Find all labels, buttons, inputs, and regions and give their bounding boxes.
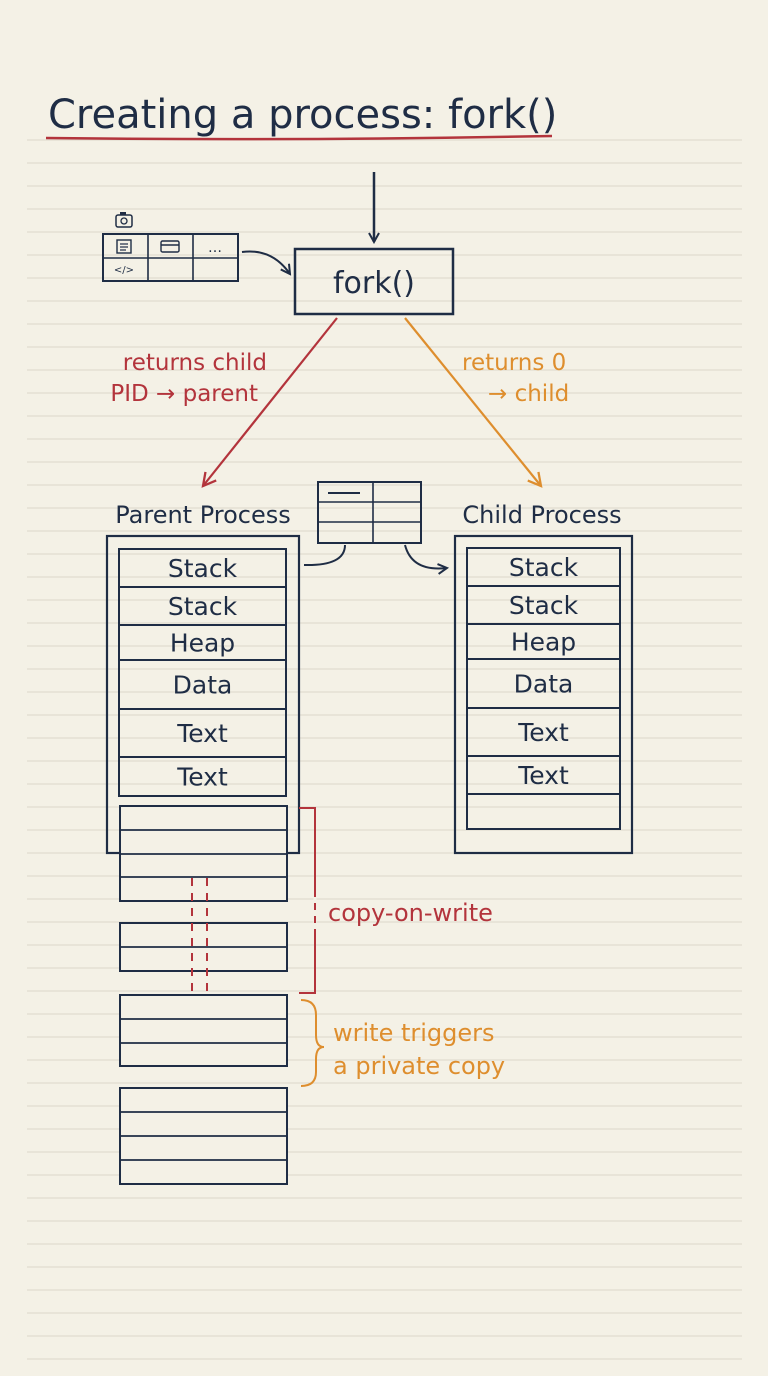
copy-on-write-label: copy-on-write bbox=[328, 899, 493, 927]
parent-segment-label: Heap bbox=[170, 629, 235, 658]
parent-return-line2: PID → parent bbox=[110, 381, 258, 407]
parent-process-label: Parent Process bbox=[115, 501, 291, 529]
code-icon: </> bbox=[114, 265, 134, 276]
child-segment-label: Data bbox=[514, 670, 574, 699]
parent-segment-label: Data bbox=[173, 671, 233, 700]
more-icon: … bbox=[208, 240, 222, 256]
private-copy-stack bbox=[119, 994, 288, 1067]
child-segment-label: Heap bbox=[511, 628, 576, 657]
write-triggers-line1: write triggers bbox=[333, 1019, 495, 1047]
child-segment-label: Stack bbox=[509, 591, 579, 620]
shared-page-stack-1 bbox=[119, 805, 288, 902]
parent-return-line1: returns child bbox=[123, 350, 267, 376]
child-return-line2: → child bbox=[488, 381, 569, 407]
card-icon bbox=[160, 240, 180, 253]
page-table-left-link bbox=[303, 544, 346, 567]
write-triggers-line2: a private copy bbox=[333, 1052, 505, 1080]
child-process-outer-box bbox=[453, 534, 634, 855]
title-underline bbox=[45, 134, 553, 141]
fork-call-label: fork() bbox=[333, 266, 415, 301]
shared-page-stack-2 bbox=[119, 922, 288, 972]
diagram-title: Creating a process: fork() bbox=[48, 92, 557, 138]
page-table-right-arrow bbox=[404, 544, 447, 569]
child-branch-arrow bbox=[404, 317, 541, 486]
copy-on-write-bracket bbox=[299, 807, 316, 994]
write-triggers-brace bbox=[300, 999, 325, 1087]
fork-call-box bbox=[293, 247, 455, 316]
parent-segment-box bbox=[118, 756, 287, 797]
child-return-line1: returns 0 bbox=[462, 350, 566, 376]
parent-segment-label: Text bbox=[176, 719, 228, 748]
mini-toolbar-widget: … </> bbox=[102, 212, 239, 282]
child-segment-label: Text bbox=[517, 761, 569, 790]
camera-icon bbox=[115, 212, 133, 228]
parent-segment-label: Text bbox=[176, 763, 228, 792]
child-process-label: Child Process bbox=[462, 501, 621, 529]
child-segment-label: Text bbox=[517, 718, 569, 747]
child-segment-box bbox=[466, 793, 621, 830]
extra-page-stack bbox=[119, 1087, 288, 1185]
widget-to-fork-arrow bbox=[241, 250, 290, 274]
parent-branch-arrow bbox=[203, 317, 338, 486]
parent-segment-label: Stack bbox=[168, 554, 238, 583]
document-icon bbox=[116, 239, 132, 254]
parent-segment-label: Stack bbox=[168, 592, 238, 621]
child-segment-label: Stack bbox=[509, 553, 579, 582]
page-table-widget bbox=[317, 481, 422, 544]
